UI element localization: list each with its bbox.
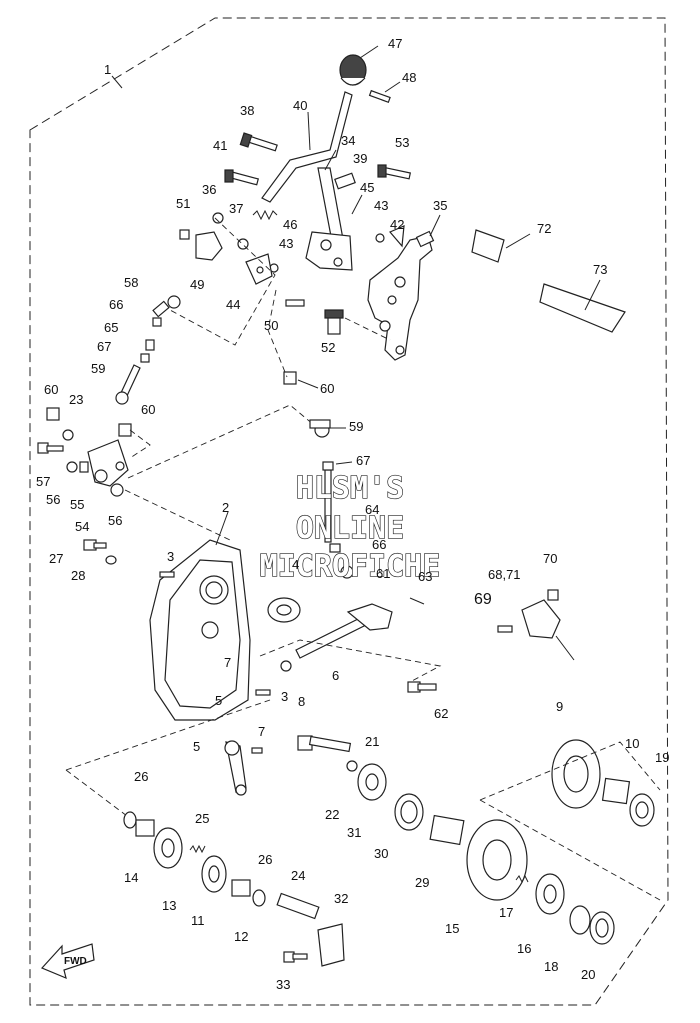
part-label: 52 [321,340,335,355]
part-label: 26 [258,852,272,867]
part-label: 5 [215,693,222,708]
sensor-group [497,589,575,661]
part-label: 28 [71,568,85,583]
part-label: 44 [226,297,240,312]
part-label: 3 [167,549,174,564]
part-label: 59 [91,361,105,376]
part-label: 7 [224,655,231,670]
part-label: 46 [283,217,297,232]
part-label: 29 [415,875,429,890]
part-label: 22 [325,807,339,822]
part-label: 70 [543,551,557,566]
part-label: 34 [341,133,355,148]
part-label: 32 [334,891,348,906]
watermark-line-2: ONLINE [296,511,404,546]
part-label: 8 [298,694,305,709]
part-label: 53 [395,135,409,150]
part-label: 7 [258,724,265,739]
part-label: 25 [195,811,209,826]
part-label: 61 [376,566,390,581]
part-label: 65 [104,320,118,335]
part-label: 30 [374,846,388,861]
part-label: 67 [356,453,370,468]
part-label: 54 [75,519,89,534]
watermark: HLSM'S ONLINE MICROFICHE [259,470,441,584]
part-label: 60 [44,382,58,397]
part-label: 47 [388,36,402,51]
part-label: 1 [104,62,111,77]
part-label: 63 [418,569,432,584]
part-label: 59 [349,419,363,434]
part-label: 66 [109,297,123,312]
part-label: 55 [70,497,84,512]
fwd-label: FWD [64,956,87,967]
part-label: 39 [353,151,367,166]
part-label: 72 [537,221,551,236]
part-label: 40 [293,98,307,113]
part-label: 45 [360,180,374,195]
part-label: 56 [46,492,60,507]
part-label: 24 [291,868,305,883]
part-label: 64 [365,502,379,517]
part-label: 69 [474,591,492,608]
part-label: 13 [162,898,176,913]
part-label: 67 [97,339,111,354]
assembly-boundary [29,17,669,1006]
fwd-arrow-icon: FWD [40,943,95,980]
part-label: 73 [593,262,607,277]
part-label: 11 [191,913,205,928]
part-label: 9 [556,699,563,714]
part-label: 48 [402,70,416,85]
part-label: 2 [222,500,229,515]
part-label: 37 [229,201,243,216]
part-label: 51 [176,196,190,211]
part-label: 60 [141,402,155,417]
part-label: 36 [202,182,216,197]
part-label: 4 [292,557,299,572]
lower-gear-group [123,739,661,967]
link-rod-group [37,295,321,541]
part-label: 10 [625,736,639,751]
part-label: 5 [193,739,200,754]
part-label: 3 [281,689,288,704]
part-label: 68,71 [488,567,521,582]
part-label: 17 [499,905,513,920]
part-label: 23 [69,392,83,407]
part-label: 27 [49,551,63,566]
part-label: 57 [36,474,50,489]
part-label: 43 [279,236,293,251]
part-label: 6 [332,668,339,683]
part-label: 60 [320,381,334,396]
part-label: 15 [445,921,459,936]
part-label: 49 [190,277,204,292]
part-label: 14 [124,870,138,885]
watermark-line-3: MICROFICHE [260,549,441,584]
part-label: 56 [108,513,122,528]
shift-linkage-group [169,45,626,385]
part-label: 58 [124,275,138,290]
part-label: 41 [213,138,227,153]
watermark-line-1: HLSM'S [296,471,404,506]
part-label: 50 [264,318,278,333]
part-label: 35 [433,198,447,213]
case-group [65,419,442,823]
part-labels: 1 47 48 40 38 34 53 41 39 45 36 51 37 43… [36,36,669,992]
part-label: 38 [240,103,254,118]
part-label: 42 [390,217,404,232]
part-label: 16 [517,941,531,956]
part-label: 43 [374,198,388,213]
part-label: 20 [581,967,595,982]
part-label: 18 [544,959,558,974]
part-label: 66 [372,537,386,552]
part-label: 26 [134,769,148,784]
part-label: 12 [234,929,248,944]
part-label: 62 [434,706,448,721]
part-label: 19 [655,750,669,765]
part-label: 31 [347,825,361,840]
part-label: 33 [276,977,290,992]
part-label: 21 [365,734,379,749]
